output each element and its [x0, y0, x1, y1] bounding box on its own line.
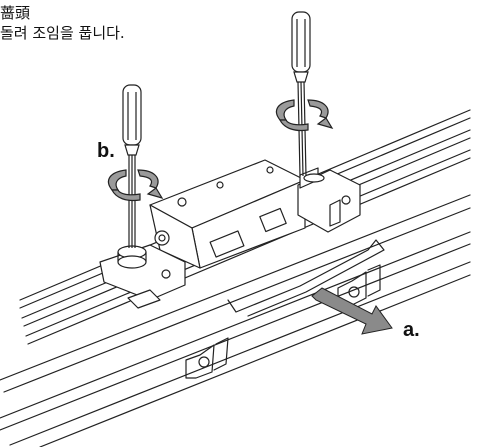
right-clamp [297, 167, 361, 233]
rotation-arrow-icon [275, 99, 334, 132]
rail-bracket-left [185, 337, 229, 379]
pull-wire-loop [227, 239, 385, 317]
pull-arrow [311, 287, 393, 335]
screwdriver-icon [122, 84, 142, 248]
screwdriver-right [291, 11, 311, 177]
rotation-arrow-icon [107, 169, 164, 202]
left-clamp [99, 244, 186, 309]
pull-arrow-icon [311, 287, 393, 335]
callout-b: b. [97, 140, 115, 162]
rotation-arrow-right [275, 99, 334, 132]
lock-body [149, 159, 306, 269]
screwdriver-icon [291, 11, 311, 177]
lower-rail [0, 194, 471, 447]
callout-a: a. [403, 319, 420, 341]
caption-line-1: 蔷頭 [0, 4, 31, 22]
rotation-arrow-left [107, 169, 164, 202]
screwdriver-left [122, 84, 142, 248]
caption-line-2: 돌려 조임을 풉니다. [0, 24, 125, 42]
